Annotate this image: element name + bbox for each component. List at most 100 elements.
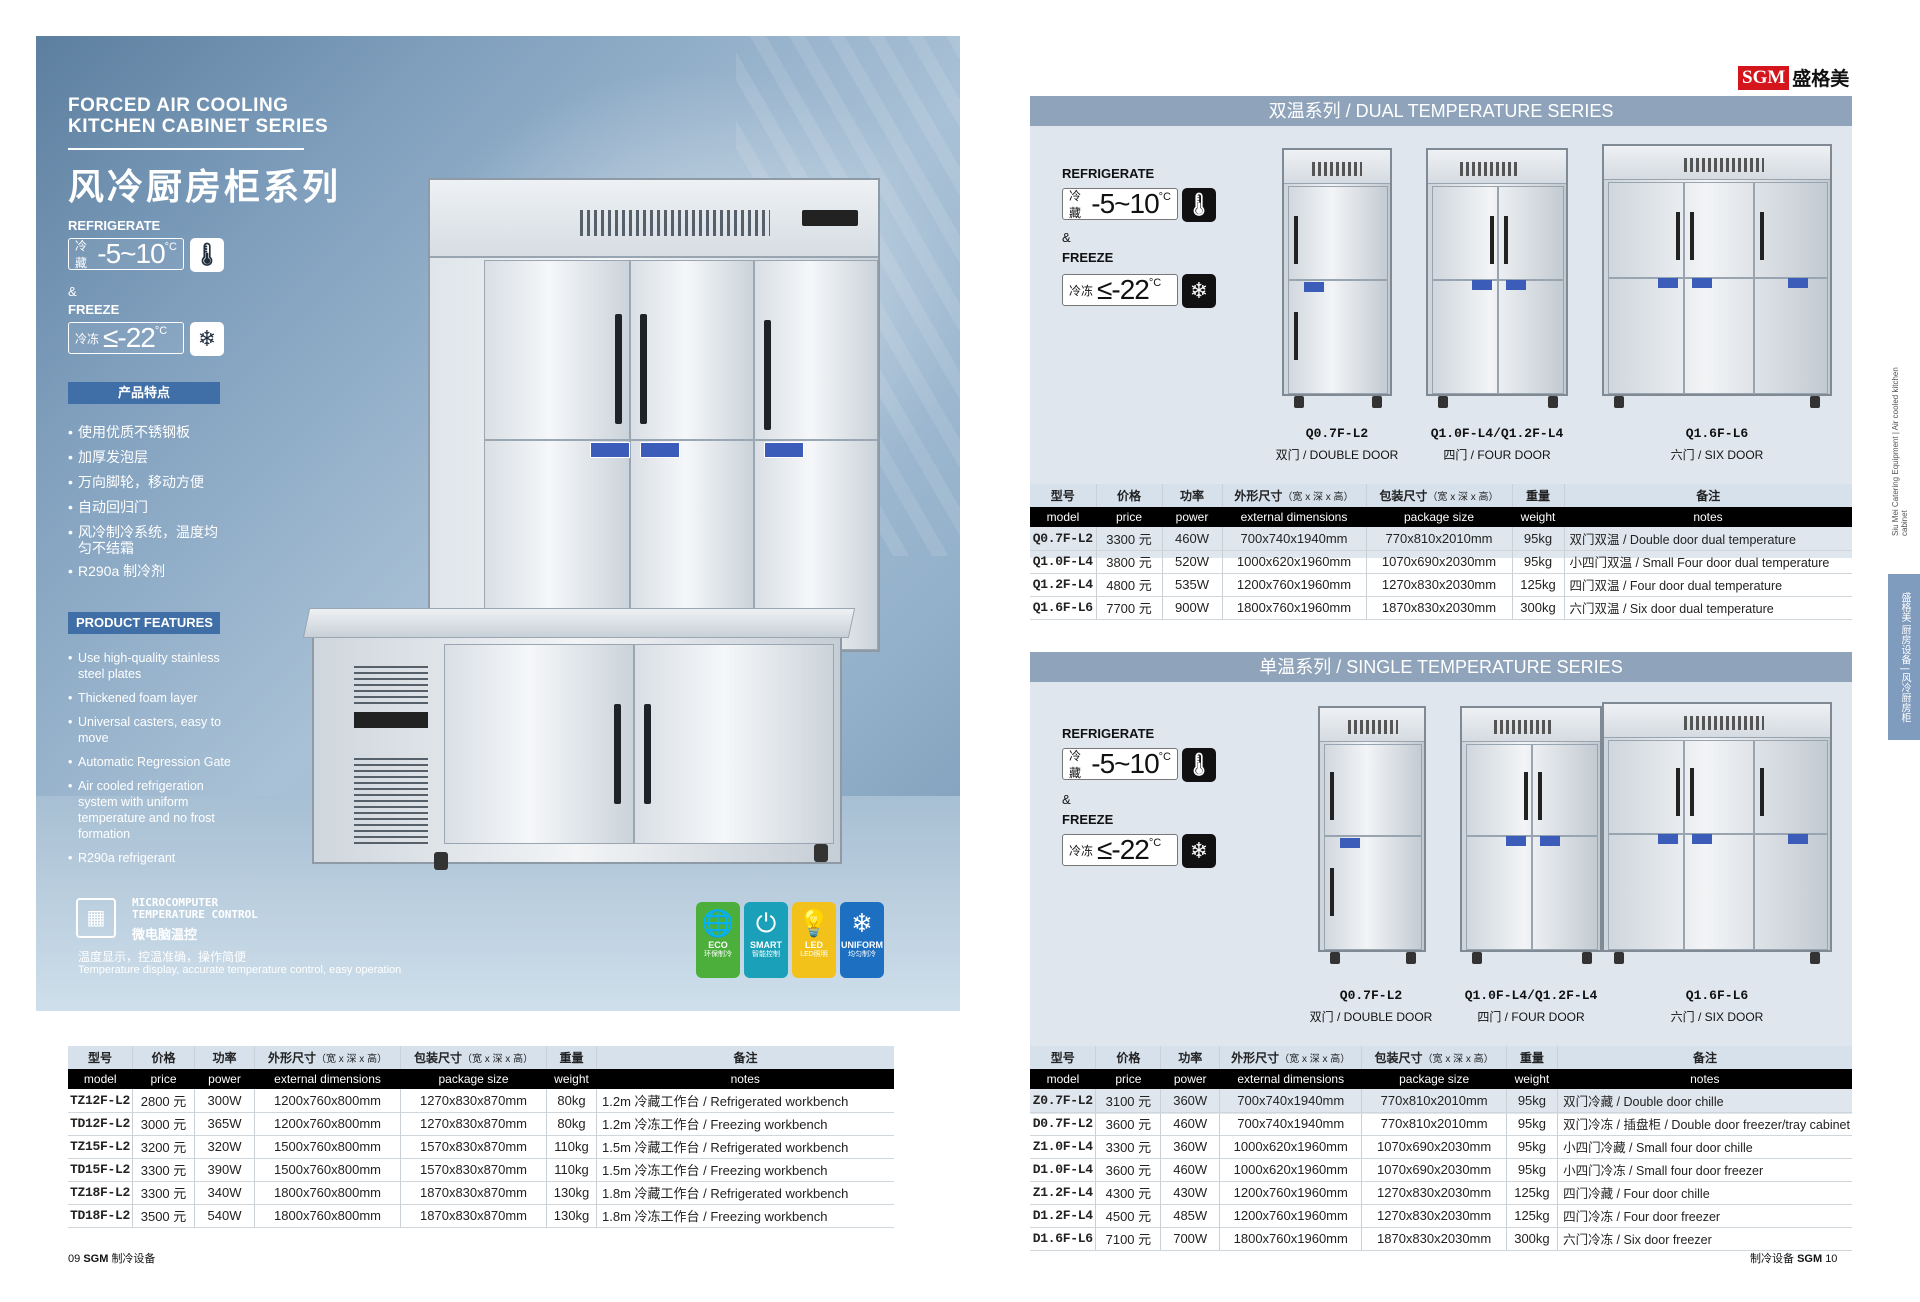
- refrigerate-temp-box: 冷藏 -5~10 °C: [68, 238, 184, 270]
- caster-wheel: [1614, 396, 1624, 408]
- product-desc: 双门 / DOUBLE DOOR: [1309, 1010, 1433, 1024]
- feature-cn-item: 加厚发泡层: [68, 445, 228, 470]
- cell-price: 3200 元: [132, 1135, 195, 1159]
- vent-grille: [580, 210, 770, 236]
- vent-grille: [1348, 720, 1398, 734]
- product-model: Q0.7F-L2: [1305, 426, 1369, 441]
- cell-price: 3600 元: [1095, 1112, 1161, 1136]
- amp-sign: &: [1062, 792, 1071, 807]
- door-handle: [1294, 312, 1298, 360]
- door-handle: [1676, 212, 1680, 260]
- cell-power: 365W: [194, 1112, 255, 1136]
- micro-title-cn: 微电脑温控: [132, 927, 198, 942]
- cell-power: 320W: [194, 1135, 255, 1159]
- snowflake-icon: ❄: [190, 322, 224, 356]
- door-handle: [614, 704, 621, 804]
- feature-en-item: Universal casters, easy to move: [68, 714, 228, 746]
- cell-power: 520W: [1161, 550, 1222, 574]
- product-desc: 六门 / SIX DOOR: [1670, 448, 1764, 462]
- cell-pkg-size: 1270x830x2030mm: [1361, 1181, 1507, 1205]
- cell-model: Z1.2F-L4: [1030, 1181, 1096, 1205]
- refrigerate-label: REFRIGERATE: [1062, 726, 1155, 741]
- cell-weight: 95kg: [1511, 527, 1564, 551]
- brand-logo-mark: SGM: [1738, 65, 1790, 90]
- feature-cn-item: 自动回归门: [68, 495, 228, 520]
- cell-price: 3500 元: [132, 1204, 195, 1228]
- fridge-door: [1432, 186, 1498, 280]
- table-header-cn: 型号 价格 功率 外形尺寸（宽 x 深 x 高） 包装尺寸（宽 x 深 x 高）…: [1030, 1046, 1852, 1069]
- th-notes-en: notes: [596, 1069, 894, 1089]
- table-header-en: model price power external dimensions pa…: [1030, 1069, 1852, 1089]
- feature-en-item: Thickened foam layer: [68, 690, 288, 706]
- cell-notes: 1.5m 冷冻工作台 / Freezing workbench: [596, 1158, 894, 1182]
- cell-ext-dim: 1800x760x1960mm: [1219, 1227, 1362, 1251]
- table-header-cn: 型号 价格 功率 外形尺寸（宽 x 深 x 高） 包装尺寸（宽 x 深 x 高）…: [68, 1046, 894, 1069]
- fridge-door: [1608, 182, 1684, 278]
- cell-model: D1.6F-L6: [1030, 1227, 1096, 1251]
- th-pkg-en: package size: [400, 1069, 547, 1089]
- cell-pkg-size: 1570x830x870mm: [400, 1158, 547, 1182]
- cell-power: 700W: [1160, 1227, 1220, 1251]
- bulb-icon: 💡: [797, 908, 831, 938]
- side-section-tab[interactable]: 盛格美 厨房设备 | 风冷厨房柜: [1888, 574, 1920, 740]
- caster-wheel: [1548, 396, 1558, 408]
- led-badge: 💡 LED LED照明: [792, 902, 836, 978]
- door-handle: [1504, 216, 1508, 264]
- door-handle: [1690, 768, 1694, 816]
- dim-note: （宽 x 深 x 高）: [1427, 492, 1499, 503]
- cell-price: 3300 元: [1095, 527, 1162, 551]
- th-pkg-cn-text: 包装尺寸: [1374, 1051, 1423, 1065]
- th-model-cn: 型号: [1030, 484, 1096, 507]
- page-number: 10: [1825, 1253, 1838, 1265]
- page-number: 09: [68, 1253, 81, 1265]
- cell-pkg-size: 1870x830x2030mm: [1365, 596, 1512, 620]
- door-label: [1788, 278, 1808, 288]
- door-label: [1304, 282, 1324, 292]
- th-power-cn: 功率: [194, 1046, 255, 1069]
- cell-model: Q0.7F-L2: [1030, 527, 1096, 551]
- cell-notes: 双门双温 / Double door dual temperature: [1563, 527, 1852, 551]
- fridge-door: [1532, 744, 1598, 836]
- cell-price: 4800 元: [1095, 573, 1162, 597]
- cell-ext-dim: 1200x760x1960mm: [1219, 1181, 1362, 1205]
- dim-note: （宽 x 深 x 高）: [1422, 1054, 1494, 1065]
- door-handle: [1760, 768, 1764, 816]
- micro-title-en-line2: TEMPERATURE CONTROL: [132, 908, 258, 921]
- th-model-cn: 型号: [68, 1046, 133, 1069]
- fridge-top: [1284, 150, 1390, 184]
- cell-model: D1.2F-L4: [1030, 1204, 1096, 1228]
- door-handle: [1676, 768, 1680, 816]
- th-ext-dim-en: external dimensions: [1219, 1069, 1362, 1089]
- cell-ext-dim: 1200x760x1960mm: [1221, 573, 1366, 597]
- th-weight-en: weight: [1512, 507, 1564, 527]
- features-cn-list: 使用优质不锈钢板 加厚发泡层 万向脚轮，移动方便 自动回归门 风冷制冷系统，温度…: [68, 420, 228, 584]
- micro-desc-en: Temperature display, accurate temperatur…: [78, 964, 402, 976]
- product-image-double-door: [1318, 706, 1426, 964]
- cell-model: TZ12F-L2: [68, 1089, 133, 1113]
- cell-power: 460W: [1161, 527, 1222, 551]
- caster-wheel: [1614, 952, 1624, 964]
- fridge-door: [1498, 186, 1564, 280]
- cell-power: 360W: [1160, 1089, 1220, 1113]
- cell-weight: 130kg: [546, 1181, 597, 1205]
- cell-ext-dim: 1800x760x1960mm: [1221, 596, 1366, 620]
- cell-ext-dim: 1000x620x1960mm: [1219, 1158, 1362, 1182]
- fridge-door: [1498, 280, 1564, 394]
- fridge-door: [1754, 740, 1828, 834]
- door-handle: [640, 314, 647, 424]
- vent-grille: [1312, 162, 1362, 176]
- refrigerate-value: -5~10: [1091, 748, 1159, 779]
- caster-wheel: [1810, 952, 1820, 964]
- cell-pkg-size: 1870x830x870mm: [400, 1204, 547, 1228]
- fridge-top: [1462, 708, 1600, 742]
- door-handle: [1760, 212, 1764, 260]
- dual-temperature-section: 双温系列 / DUAL TEMPERATURE SERIES REFRIGERA…: [1030, 96, 1852, 558]
- eco-badge: 🌐 ECO 环保制冷: [696, 902, 740, 978]
- fridge-door: [1466, 836, 1532, 950]
- single-spec-table: 型号 价格 功率 外形尺寸（宽 x 深 x 高） 包装尺寸（宽 x 深 x 高）…: [1030, 1046, 1852, 1251]
- refrigerate-prefix: 冷藏: [75, 239, 88, 270]
- eco-badge-title: ECO: [708, 940, 728, 950]
- degree-unit: °C: [1148, 837, 1162, 849]
